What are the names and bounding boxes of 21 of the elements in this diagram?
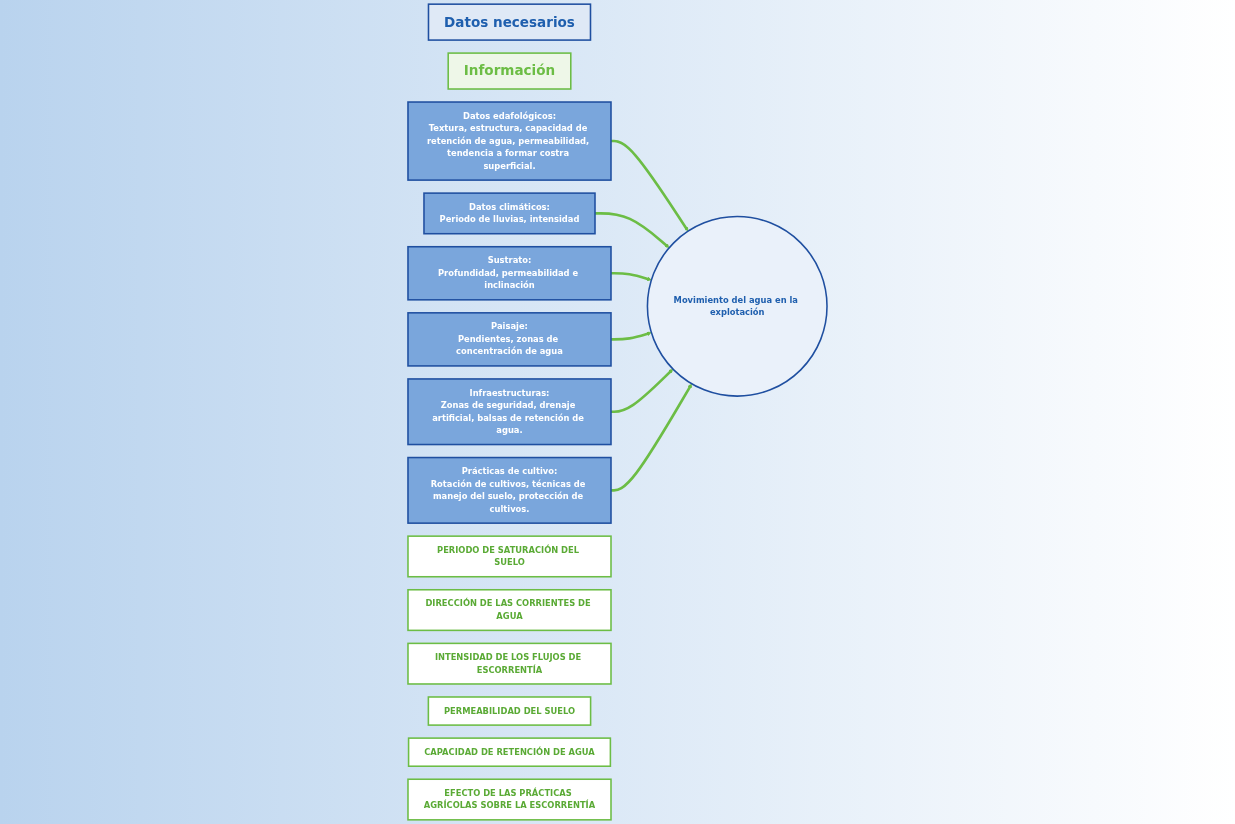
- arrow: [611, 383, 692, 492]
- arrow: [595, 212, 670, 248]
- node-box: PERMEABILIDAD DEL SUELO: [427, 696, 592, 726]
- node-box: Datos climáticos: Periodo de lluvias, intensidad: [423, 192, 596, 235]
- arrow: [611, 331, 652, 341]
- node-box: Datos edafológicos: Textura, estructura, capacidad de retención de agua, permeabilidad, tendencia a formar costra superficial.: [407, 101, 612, 181]
- node-circle: Movimiento del agua en la explotación: [646, 215, 828, 397]
- node-box: Datos necesarios: [427, 3, 592, 41]
- node-box: INTENSIDAD DE LOS FLUJOS DE ESCORRENTÍA: [407, 642, 612, 685]
- node-box: Información: [447, 52, 572, 90]
- node-box: Sustrato: Profundidad, permeabilidad e inclinación: [407, 245, 612, 301]
- node-box: CAPACIDAD DE RETENCIÓN DE AGUA: [407, 737, 612, 767]
- arrow: [611, 368, 674, 414]
- node-box: EFECTO DE LAS PRÁCTICAS AGRÍCOLAS SOBRE LA ESCORRENTÍA: [407, 778, 612, 821]
- node-box: Infraestructuras: Zonas de seguridad, drenaje artificial, balsas de retención de agua.: [407, 378, 612, 446]
- node-box: DIRECCIÓN DE LAS CORRIENTES DE AGUA: [407, 589, 612, 632]
- arrow: [611, 271, 652, 282]
- node-box: Prácticas de cultivo: Rotación de cultivos, técnicas de manejo del suelo, protección de cultivos.: [407, 456, 612, 524]
- arrow: [611, 139, 689, 232]
- node-box: PERIODO DE SATURACIÓN DEL SUELO: [407, 535, 612, 578]
- node-box: Paisaje: Pendientes, zonas de concentración de agua: [407, 312, 612, 367]
